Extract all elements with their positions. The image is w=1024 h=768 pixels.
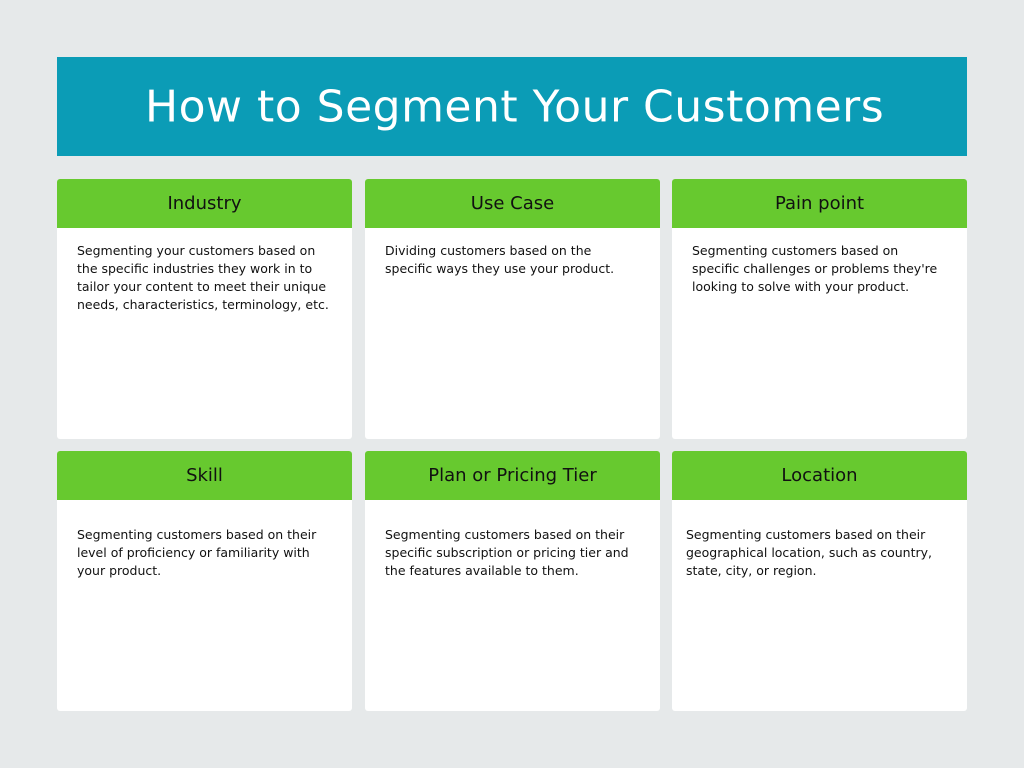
card-header: Location	[672, 451, 967, 500]
title-banner: How to Segment Your Customers	[57, 57, 967, 156]
card-title: Plan or Pricing Tier	[428, 465, 597, 486]
segment-card-skill: Skill Segmenting customers based on thei…	[57, 451, 352, 711]
card-title: Industry	[167, 193, 242, 214]
card-title: Skill	[186, 465, 223, 486]
card-description: Segmenting customers based on their spec…	[385, 527, 629, 578]
segment-card-location: Location Segmenting customers based on t…	[672, 451, 967, 711]
card-header: Pain point	[672, 179, 967, 228]
card-header: Industry	[57, 179, 352, 228]
card-header: Plan or Pricing Tier	[365, 451, 660, 500]
card-title: Use Case	[470, 193, 555, 214]
card-title: Pain point	[774, 193, 865, 214]
card-title: Location	[781, 465, 858, 486]
segment-card-pain-point: Pain point Segmenting customers based on…	[672, 179, 967, 439]
card-description: Segmenting your customers based on the s…	[77, 243, 329, 312]
segment-card-use-case: Use Case Dividing customers based on the…	[365, 179, 660, 439]
page-title: How to Segment Your Customers	[145, 81, 885, 132]
segment-card-plan-or-pricing-tier: Plan or Pricing Tier Segmenting customer…	[365, 451, 660, 711]
card-header: Use Case	[365, 179, 660, 228]
segment-card-industry: Industry Segmenting your customers based…	[57, 179, 352, 439]
card-header: Skill	[57, 451, 352, 500]
card-description: Segmenting customers based on their geog…	[686, 527, 932, 578]
card-description: Dividing customers based on the specific…	[385, 243, 615, 276]
card-description: Segmenting customers based on their leve…	[77, 527, 317, 578]
card-description: Segmenting customers based on specific c…	[692, 243, 938, 294]
